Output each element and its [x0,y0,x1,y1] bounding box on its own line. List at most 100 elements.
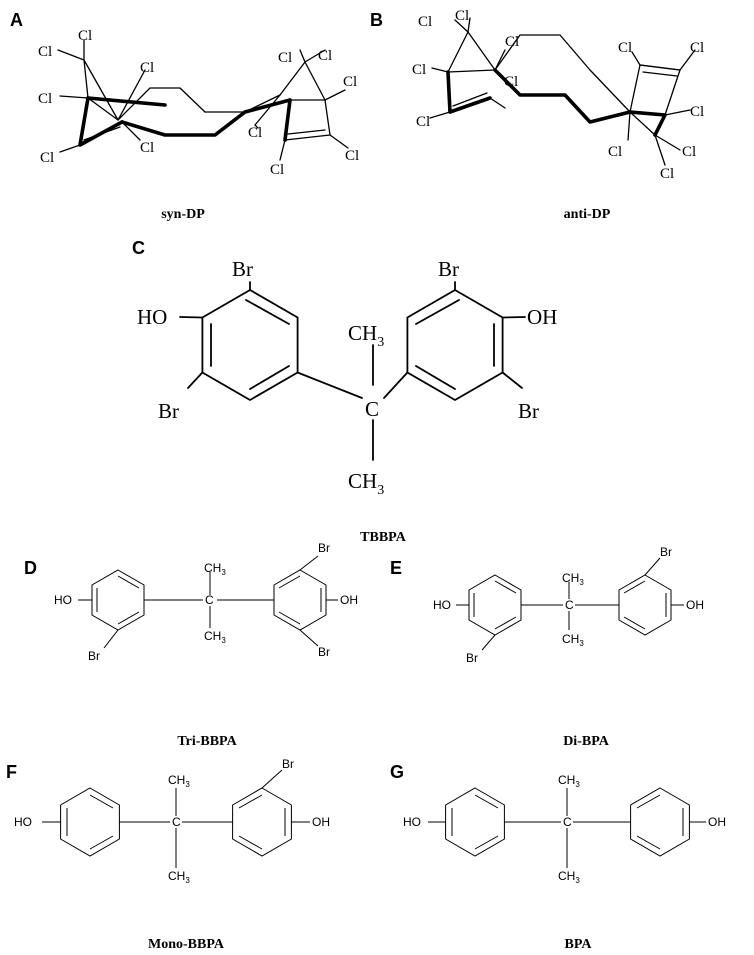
di-br-1: Br [466,651,478,665]
bpa-central-bonds [504,788,631,868]
tri-ch3-top: CH3 [204,561,226,577]
mono-sub-bonds [42,769,310,823]
di-ch3-bottom: CH3 [562,632,584,648]
syn-right-bridge [254,94,281,126]
caption-syn-dp: syn-DP [161,207,205,222]
caption-di-bpa: Di-BPA [563,734,610,749]
panel-letter-d: D [24,558,37,578]
tbbpa-sub-bonds [179,281,526,389]
panel-letter-c: C [132,238,145,258]
anti-cl-bonds [429,17,696,166]
panel-letter-a: A [10,10,23,30]
di-br-2: Br [660,545,672,559]
anti-right-bridge [629,111,656,136]
anti-bold-front [493,68,632,124]
mono-br: Br [282,757,294,771]
tbbpa-br-4: Br [518,399,539,423]
di-ho: HO [433,598,451,612]
mono-oh: OH [312,815,330,829]
syn-left-bridge-bold [78,96,124,147]
syn-cl-6: Cl [140,140,154,156]
panel-d-tri-bbpa: D C CH3 CH3 HO OH Br Br Br Tri-BBPA [24,541,358,749]
tbbpa-central-c: C [365,397,379,421]
di-right-double [623,580,667,630]
syn-cl-10: Cl [248,125,262,141]
tri-central-bonds [144,572,274,628]
bpa-left-double [451,794,499,850]
tri-right-ring [273,569,327,631]
anti-cl-9: Cl [690,104,704,120]
tbbpa-oh: OH [527,305,557,329]
tri-ch3-bottom: CH3 [204,629,226,645]
anti-cl-7: Cl [618,40,632,56]
mono-right-double [238,794,286,850]
syn-right-bold-a [243,98,292,114]
tri-ho: HO [54,593,72,607]
bpa-ch3-bottom: CH3 [558,869,580,885]
syn-cl-12: Cl [270,162,284,178]
tri-right-double [278,575,322,625]
anti-cl-4: Cl [412,62,426,78]
tri-br-2: Br [318,541,330,555]
tbbpa-central-bonds [296,344,409,461]
tbbpa-ho: HO [137,305,167,329]
bpa-right-ring [630,787,690,857]
anti-ring-right [589,69,631,113]
panel-e-di-bpa: E C CH3 CH3 HO OH Br Br Di-BPA [390,545,704,749]
di-oh: OH [686,598,704,612]
di-right-ring [618,574,672,636]
syn-cl-4: Cl [38,91,52,107]
tri-sub-bonds [78,555,338,649]
bpa-ch3-top: CH3 [558,773,580,789]
mono-ch3-bottom: CH3 [168,869,190,885]
syn-right-bold-b [283,98,292,142]
syn-cl-3: Cl [140,60,154,76]
panel-letter-g: G [390,762,404,782]
anti-left-double [449,92,491,113]
di-left-double [473,580,517,630]
anti-left-cage [447,31,496,73]
bpa-right-double [636,794,684,850]
anti-ring-top [494,34,591,71]
syn-right-double [284,99,331,141]
anti-cl-11: Cl [682,144,696,160]
tbbpa-right-ring [406,289,504,401]
panel-a-syn-dp: A Cl Cl Cl Cl Cl Cl Cl Cl Cl Cl Cl Cl sy… [10,10,359,222]
tri-br-1: Br [88,649,100,663]
tbbpa-ch3-bottom: CH3 [348,469,384,498]
tbbpa-br-3: Br [158,399,179,423]
tbbpa-right-ring-double [415,299,495,390]
anti-cl-10: Cl [608,144,622,160]
anti-cl-12: Cl [660,166,674,182]
bpa-oh: OH [708,815,726,829]
anti-cl-6: Cl [416,114,430,130]
syn-left-cage [83,59,119,121]
di-left-ring [468,574,522,636]
syn-cl-11: Cl [345,148,359,164]
di-central-bonds [521,582,619,630]
syn-bold-front [120,110,247,137]
mono-left-double [66,794,114,850]
tri-br-3: Br [318,645,330,659]
syn-left-double [79,121,123,146]
panel-g-bpa: G C CH3 CH3 HO OH BPA [390,762,726,952]
anti-cl-5: Cl [504,74,518,90]
di-ch3-top: CH3 [562,571,584,587]
syn-left-ring-top [117,87,206,121]
tbbpa-br-2: Br [438,257,459,281]
caption-tbbpa: TBBPA [360,530,407,545]
bpa-left-ring [445,787,505,857]
syn-bold-back [86,96,167,107]
tbbpa-left-ring-double [210,299,290,390]
mono-left-ring [60,787,120,857]
syn-cl-7: Cl [278,50,292,66]
tbbpa-left-ring [201,289,299,401]
panel-letter-f: F [6,762,17,782]
syn-cl-8: Cl [318,48,332,64]
caption-tri-bbpa: Tri-BBPA [177,734,237,749]
syn-cl-1: Cl [78,28,92,44]
panel-letter-b: B [370,10,383,30]
panel-letter-e: E [390,558,402,578]
syn-cl-bonds [57,39,349,161]
